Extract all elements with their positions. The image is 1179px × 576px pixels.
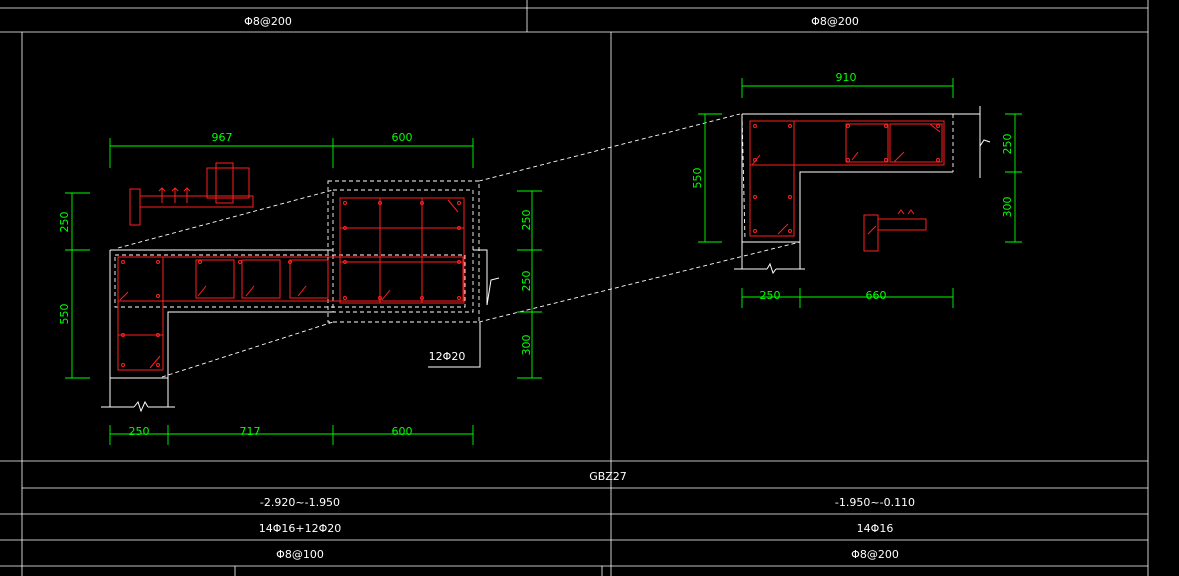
top-right-stirrup: Φ8@200 — [811, 15, 859, 28]
column-name: GBZ27 — [589, 470, 627, 483]
right-section-outline — [734, 106, 991, 275]
elevation-right: -1.950~-0.110 — [835, 496, 915, 509]
right-section-dashed — [741, 113, 954, 241]
left-section-outline — [101, 249, 500, 413]
right-dim-right-0: 250 — [1001, 134, 1014, 155]
top-left-stirrup: Φ8@200 — [244, 15, 292, 28]
elevation-left: -2.920~-1.950 — [260, 496, 340, 509]
longitudinal-right: 14Φ16 — [857, 522, 894, 535]
table-grid — [0, 0, 1149, 576]
left-tie-detail — [129, 162, 254, 226]
left-dim-left-1: 550 — [58, 304, 71, 325]
left-section-dashed — [114, 113, 801, 378]
right-tie-detail — [863, 209, 927, 252]
left-dim-bottom-2: 600 — [392, 425, 413, 438]
left-dim-top-1: 600 — [392, 131, 413, 144]
stirrup-right: Φ8@200 — [851, 548, 899, 561]
left-dim-bottom-0: 250 — [129, 425, 150, 438]
left-dim-left-0: 250 — [58, 212, 71, 233]
left-dim-right-2: 300 — [520, 335, 533, 356]
right-dim-top-0: 910 — [836, 71, 857, 84]
left-dim-bottom-1: 717 — [240, 425, 261, 438]
right-dim-right-1: 300 — [1001, 197, 1014, 218]
longitudinal-left: 14Φ16+12Φ20 — [259, 522, 342, 535]
right-dim-bottom-1: 660 — [866, 289, 887, 302]
right-dim-left-0: 550 — [691, 168, 704, 189]
left-section-rebar — [117, 197, 465, 371]
right-dim-bottom-0: 250 — [760, 289, 781, 302]
left-dim-right-0: 250 — [520, 210, 533, 231]
left-callout: 12Φ20 — [429, 350, 466, 363]
left-dimensions — [65, 138, 542, 445]
right-section-rebar — [749, 120, 945, 237]
left-dim-top-0: 967 — [212, 131, 233, 144]
right-dimensions — [698, 78, 1022, 308]
stirrup-left: Φ8@100 — [276, 548, 324, 561]
left-dim-right-1: 250 — [520, 271, 533, 292]
